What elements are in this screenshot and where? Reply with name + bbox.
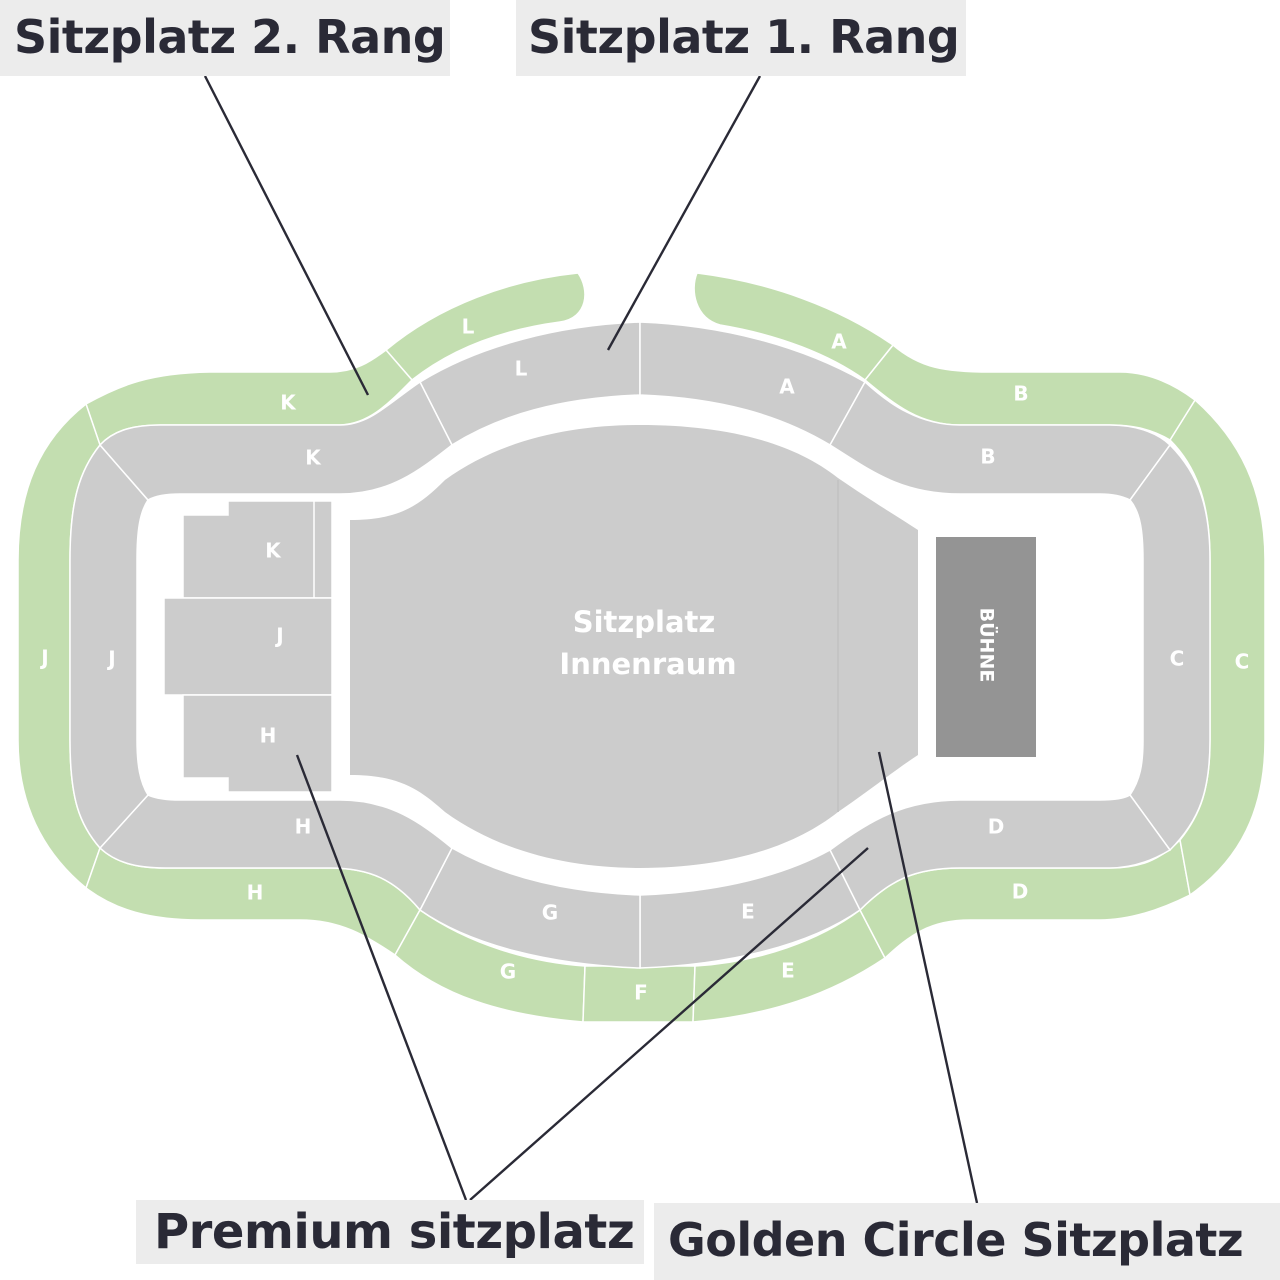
upper-label-k: K [280, 391, 297, 415]
premium-block-k[interactable] [182, 500, 333, 599]
lower-label-k: K [305, 446, 322, 470]
premium-block-j[interactable] [163, 597, 333, 696]
lower-ring [69, 321, 1211, 969]
callout-golden-circle: Golden Circle Sitzplatz [654, 1203, 1280, 1280]
stage-label: BÜHNE [976, 608, 1000, 683]
lower-label-a: A [779, 375, 795, 399]
leader-lines [203, 75, 979, 1204]
leader-premium-block [295, 754, 468, 1201]
upper-label-f: F [634, 981, 648, 1005]
upper-label-a: A [831, 330, 847, 354]
upper-section-l[interactable] [384, 272, 586, 382]
lower-label-j: J [106, 647, 115, 671]
upper-label-j: J [39, 646, 48, 670]
lower-label-c: C [1170, 647, 1185, 671]
upper-label-c: C [1235, 650, 1250, 674]
leader-golden [877, 751, 979, 1204]
premium-label-k: K [265, 539, 282, 563]
lower-section-k[interactable] [98, 380, 453, 501]
callout-premium: Premium sitzplatz [136, 1200, 644, 1264]
lower-label-g: G [542, 901, 558, 925]
upper-label-e: E [781, 959, 795, 983]
leader-rang2 [203, 75, 370, 396]
floor-label-line1: Sitzplatz [573, 605, 716, 639]
floor-label-line2: Innenraum [559, 647, 736, 681]
callout-rang1: Sitzplatz 1. Rang [516, 0, 966, 76]
leader-premium-ring [469, 847, 869, 1201]
stage [936, 537, 1036, 757]
lower-section-c[interactable] [1129, 443, 1211, 852]
lower-label-b: B [980, 445, 995, 469]
upper-label-b: B [1013, 382, 1028, 406]
floor-area[interactable] [350, 425, 918, 868]
premium-block-h[interactable] [182, 694, 333, 793]
lower-label-d: D [988, 815, 1005, 839]
lower-label-h: H [295, 815, 312, 839]
lower-section-j[interactable] [69, 443, 149, 850]
upper-label-h: H [247, 881, 264, 905]
upper-ring [17, 272, 1266, 1023]
upper-section-a[interactable] [693, 272, 895, 382]
premium-blocks [163, 500, 333, 793]
upper-label-d: D [1012, 880, 1029, 904]
upper-label-g: G [500, 960, 516, 984]
upper-label-l: L [462, 315, 475, 339]
lower-label-l: L [515, 357, 528, 381]
lower-label-e: E [741, 900, 755, 924]
premium-label-j: J [274, 624, 283, 648]
leader-rang1 [606, 75, 762, 351]
premium-label-h: H [260, 724, 277, 748]
callout-rang2: Sitzplatz 2. Rang [0, 0, 450, 76]
